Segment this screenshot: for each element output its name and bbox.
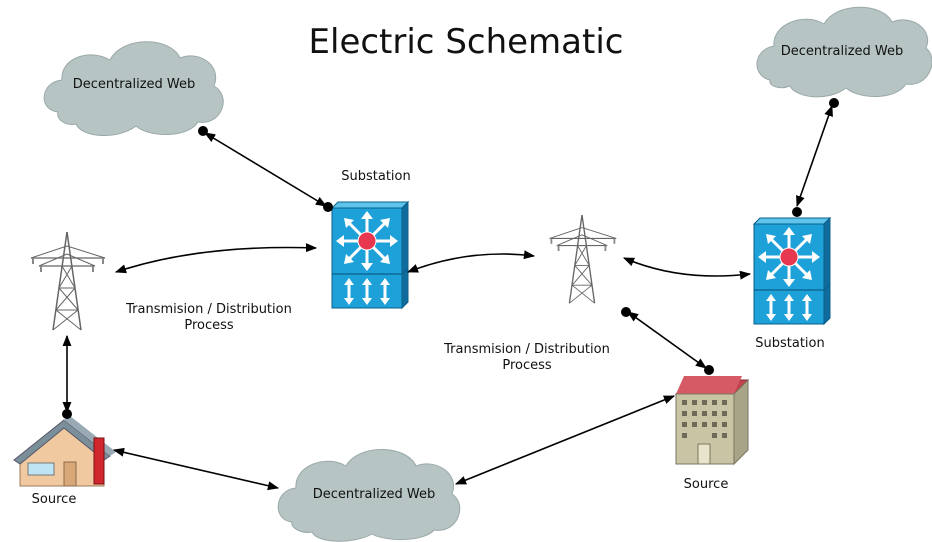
source-label-building: Source <box>683 477 729 492</box>
process-label-center-line2: Process <box>502 358 552 373</box>
link-tower-left-substation <box>114 243 318 274</box>
connectors <box>62 104 833 491</box>
source-label-house: Source <box>31 492 77 507</box>
house-icon <box>13 416 116 487</box>
cloud-top-left <box>43 41 224 137</box>
substation-switch-center <box>330 200 410 310</box>
link-substation-tower-center <box>406 250 536 273</box>
substation-label-right: Substation <box>755 336 825 351</box>
transmission-tower-center <box>548 214 618 305</box>
building-icon <box>674 376 750 466</box>
link-cloud-bottom-building <box>454 395 676 485</box>
cloud-label-bottom: Decentralized Web <box>312 487 436 502</box>
link-cloud-substation-center <box>204 132 327 207</box>
link-tower-center-building <box>627 311 707 369</box>
substation-switch-right <box>752 216 832 326</box>
transmission-tower-left <box>30 231 106 331</box>
process-label-left-line2: Process <box>184 318 234 333</box>
process-label-left-line1: Transmision / Distribution <box>126 302 292 317</box>
cloud-label-top-left: Decentralized Web <box>72 77 196 92</box>
substation-label-center: Substation <box>341 169 411 184</box>
connection-dots <box>62 98 839 419</box>
link-house-cloud-bottom <box>112 447 280 491</box>
cloud-bottom <box>277 449 461 542</box>
cloud-top-right <box>756 6 932 98</box>
link-tower-center-substation-right <box>622 257 752 280</box>
process-label-center: Transmision / Distribution Process <box>432 342 622 374</box>
process-label-left: Transmision / Distribution Process <box>114 302 304 334</box>
process-label-center-line1: Transmision / Distribution <box>444 342 610 357</box>
page-title: Electric Schematic <box>308 22 624 62</box>
link-substation-right-cloud <box>796 104 833 208</box>
cloud-label-top-right: Decentralized Web <box>780 44 904 59</box>
